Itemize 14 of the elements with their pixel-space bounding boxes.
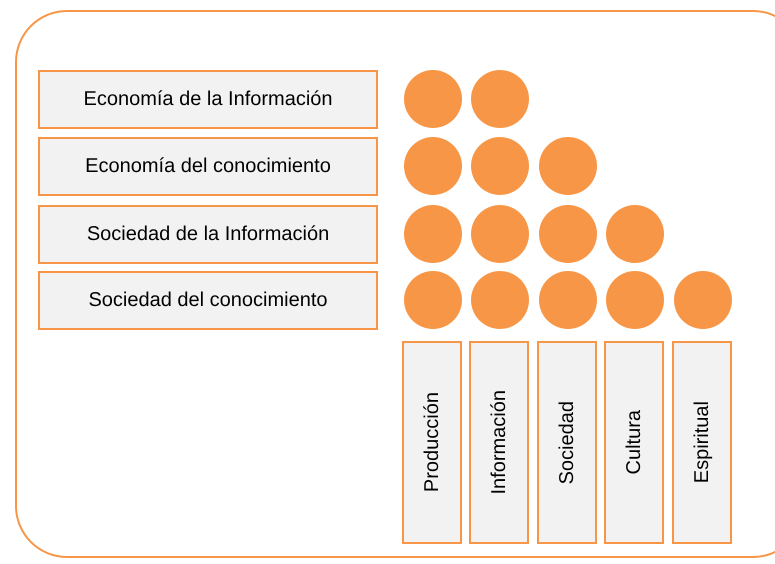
- column-label: Información: [488, 390, 510, 495]
- column-label-box: [469, 341, 529, 544]
- row-label-box: Sociedad de la Información: [38, 205, 378, 264]
- column-label-box: [537, 341, 597, 544]
- row-label-box: Economía del conocimiento: [38, 137, 378, 196]
- row-label-box: Economía de la Información: [38, 70, 378, 129]
- column-label: Espiritual: [690, 401, 714, 484]
- column-label: Sociedad: [556, 400, 578, 484]
- column-label-box: [604, 341, 664, 544]
- column-label-box: [402, 341, 462, 544]
- column-label-box: [672, 341, 732, 544]
- column-label: Cultura: [622, 410, 646, 475]
- column-label: Producción: [420, 392, 444, 493]
- row-label-box: Sociedad del conocimiento: [38, 271, 378, 330]
